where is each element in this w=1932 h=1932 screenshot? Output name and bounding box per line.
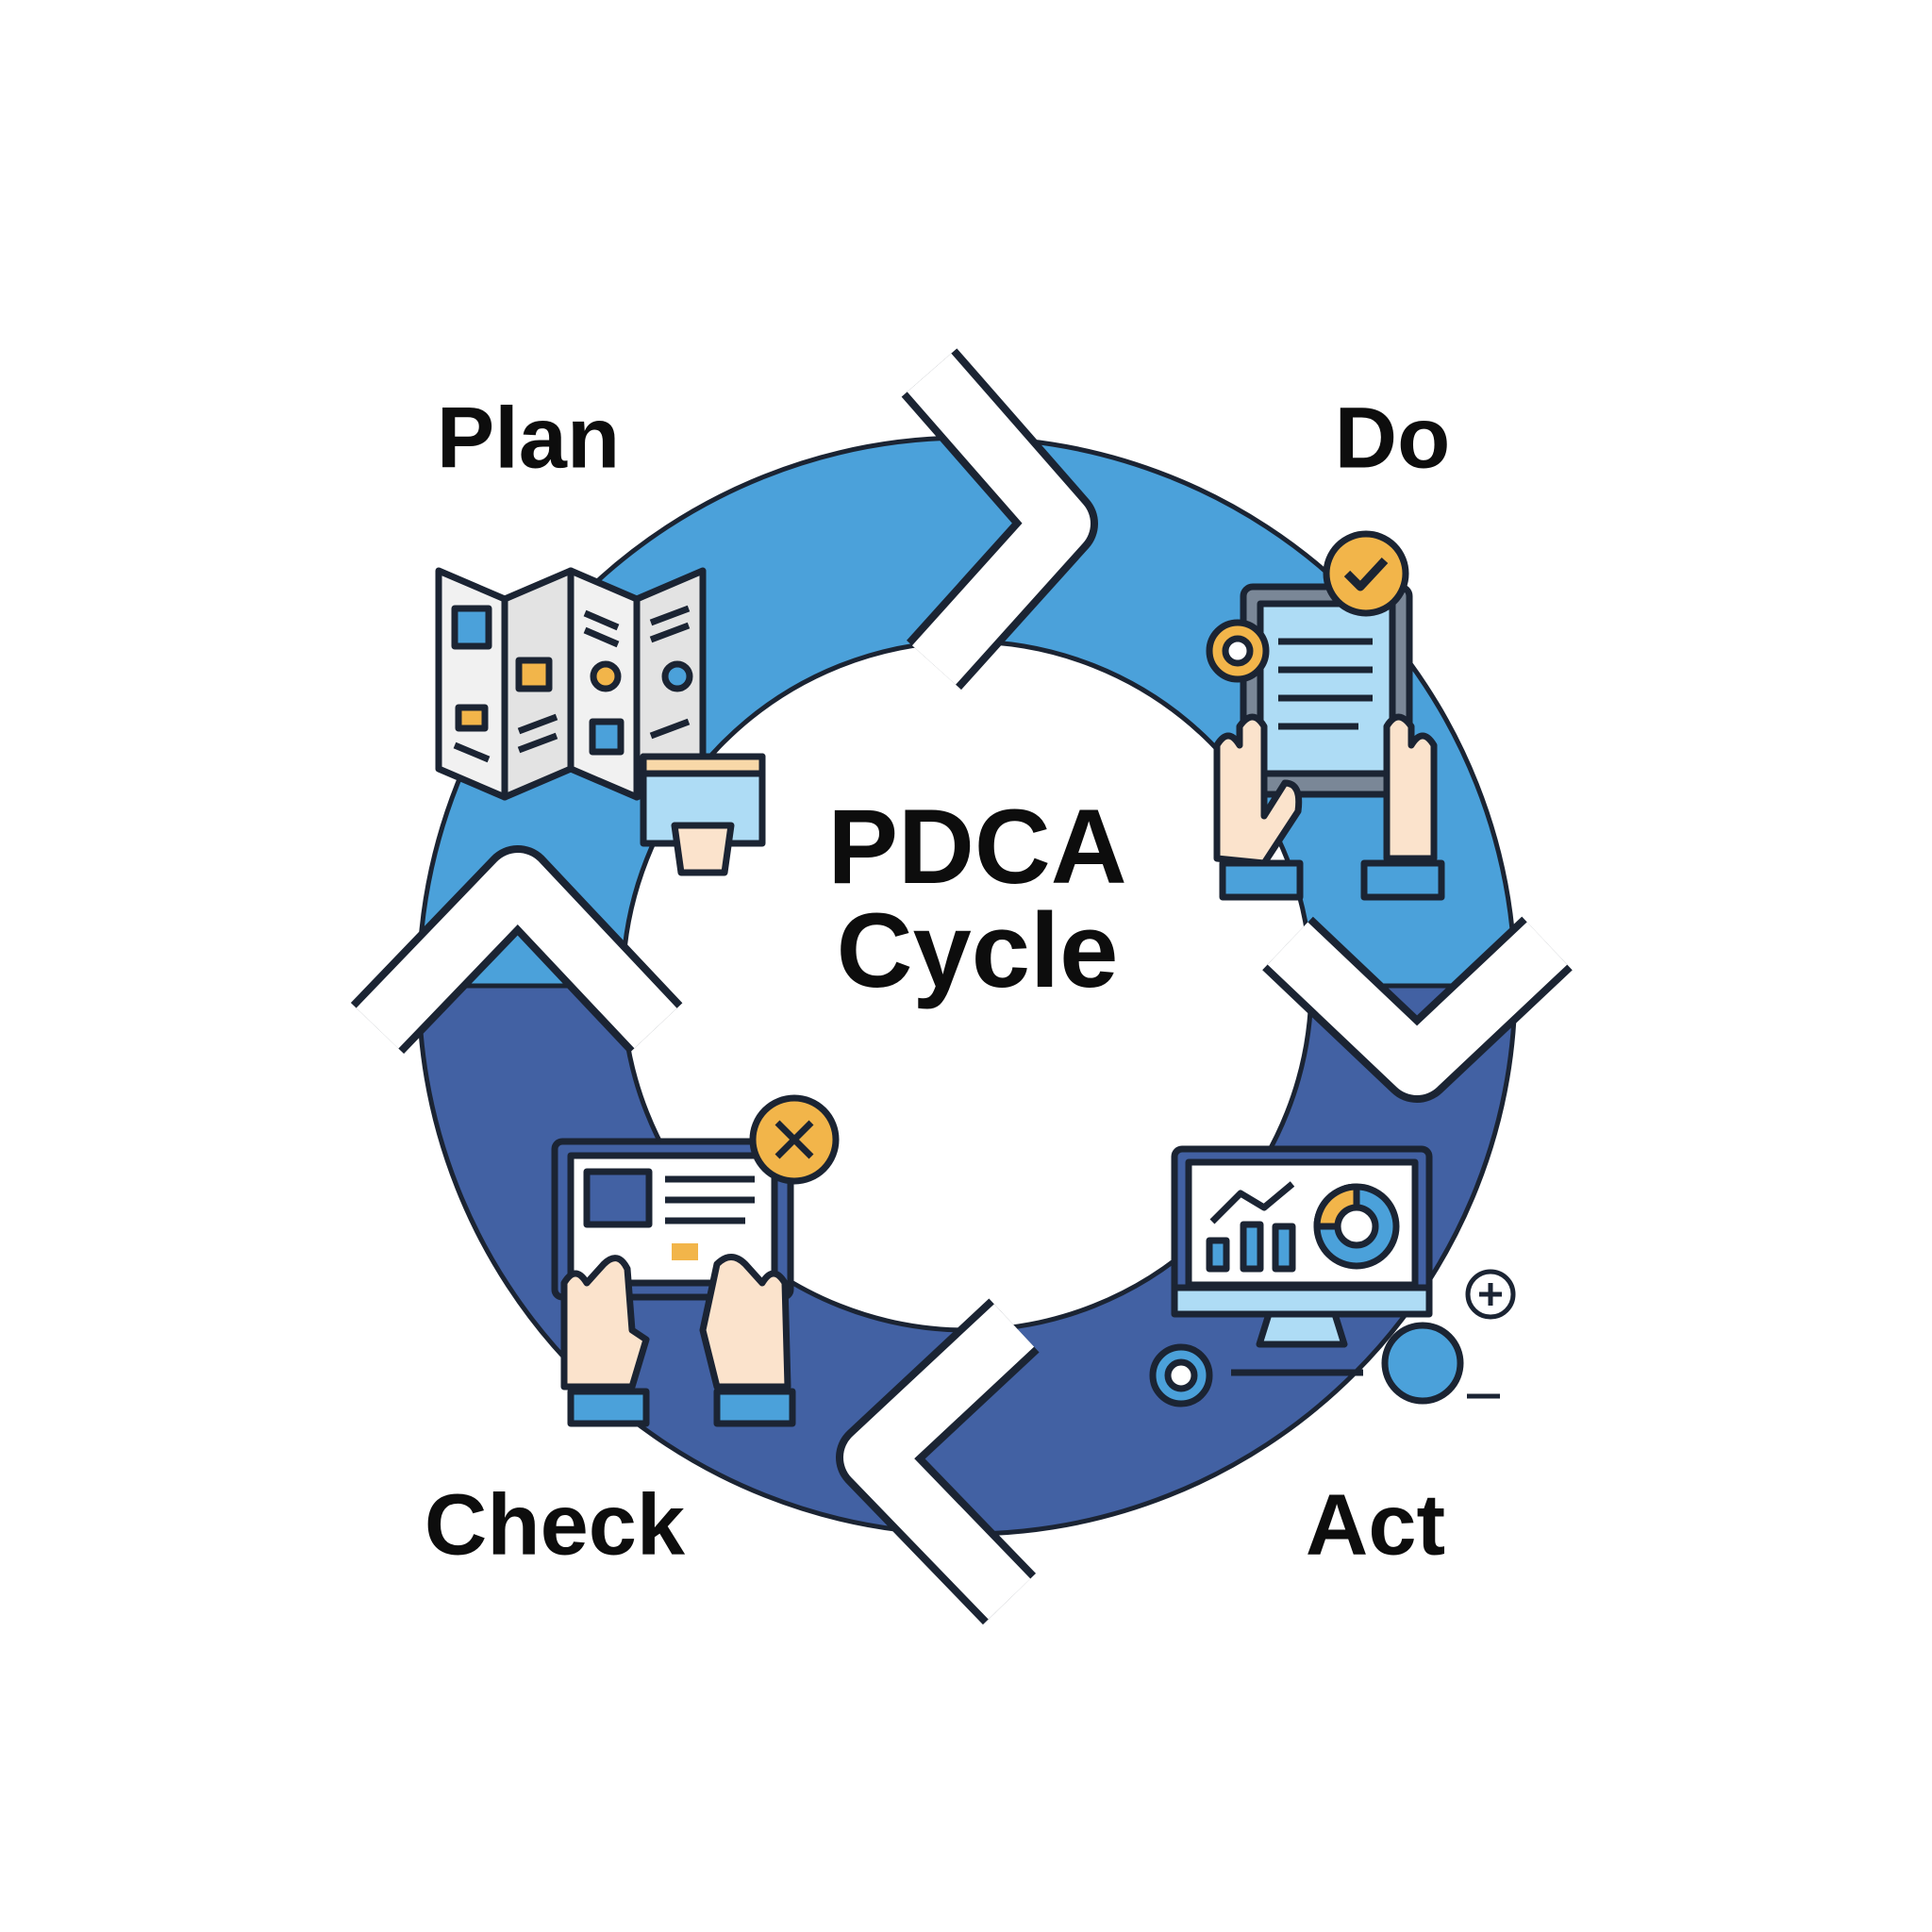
chevron-arrow-bottom [836, 1298, 1040, 1625]
center-title-line1: PDCA [827, 788, 1127, 906]
stage-label-act: Act [1305, 1476, 1446, 1574]
chevron-arrow-left [350, 845, 683, 1055]
stage-label-check: Check [424, 1476, 686, 1574]
chevron-arrow-top [901, 348, 1098, 691]
center-title-line2: Cycle [836, 891, 1119, 1009]
folded-map-plan-icon [435, 567, 766, 876]
chevron-arrow-right [1262, 916, 1573, 1103]
ring-bottom-half [416, 983, 1518, 1537]
monitor-dashboard-gears-icon [1149, 1145, 1516, 1407]
stage-label-do: Do [1334, 390, 1451, 487]
tablet-hands-checkmark-icon [1206, 530, 1445, 901]
laptop-hands-review-icon [551, 1094, 840, 1427]
stage-label-plan: Plan [436, 390, 621, 487]
